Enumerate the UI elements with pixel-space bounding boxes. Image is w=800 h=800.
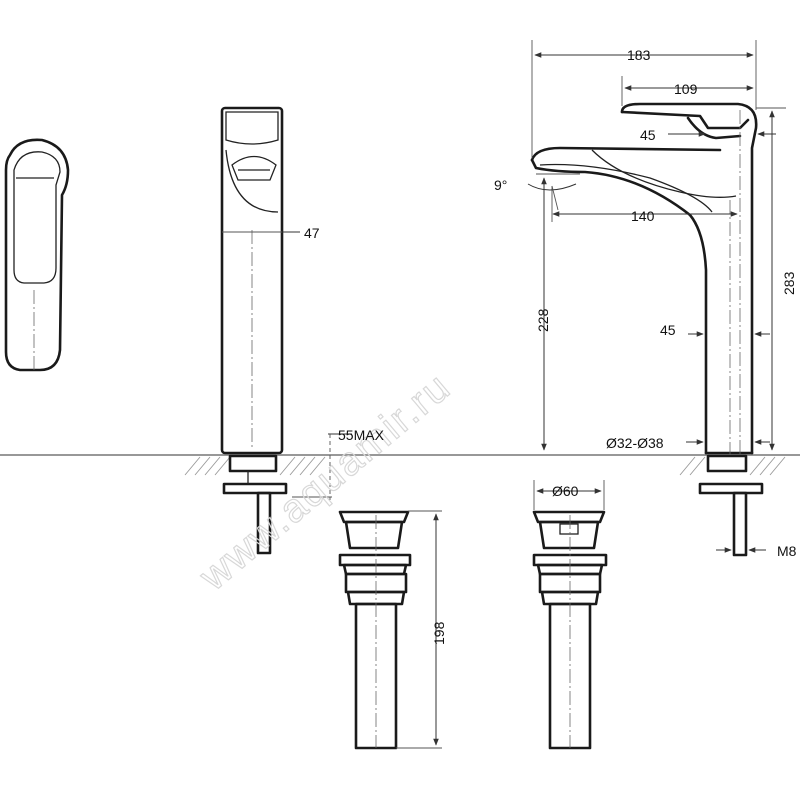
dim-body-diameter: 45 [660,322,676,338]
faucet-side-view [530,102,764,557]
dim-thread: M8 [777,543,797,559]
dim-drain-diameter: Ø60 [552,483,579,499]
watermark: www.aquamir.ru [191,364,459,599]
countertop-thickness-dim [292,433,352,500]
handle-side-view [4,138,70,372]
countertop [0,454,800,476]
dim-handle-width: 109 [674,81,698,97]
dim-body-width-front: 47 [304,225,320,241]
countertop-hatch-left [184,456,326,476]
dim-spout-reach: 140 [631,208,655,224]
dim-width-total: 183 [627,47,651,63]
dim-spout-height: 228 [535,308,551,332]
dim-spout-angle: 9° [494,177,507,193]
countertop-hatch-right [679,456,786,476]
dim-total-height: 283 [781,271,797,295]
dim-handle-depth: 45 [640,127,656,143]
dim-hole-range: Ø32-Ø38 [606,435,664,451]
faucet-front-view [220,106,300,555]
dim-countertop-max: 55MAX [338,427,385,443]
side-dimensions [527,40,786,553]
drain-right [532,480,608,750]
dim-drain-length: 198 [431,621,447,645]
drain-left [338,510,442,750]
